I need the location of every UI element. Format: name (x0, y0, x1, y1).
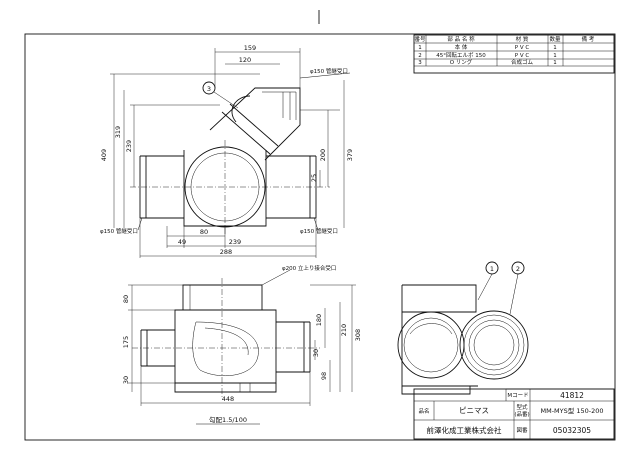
dim-210: 210 (340, 324, 348, 336)
dim-308: 308 (354, 329, 362, 341)
side-elbow-circle (459, 310, 529, 380)
drawing-frame (24, 33, 616, 441)
table-row-material: 合成ゴム (511, 58, 534, 66)
dim-25: 25 (310, 174, 318, 182)
table-row-name: 45°回転エルボ 150 (436, 51, 486, 59)
dim-98: 98 (320, 372, 328, 380)
dim-80: 80 (122, 295, 130, 303)
dim-30b: 30 (312, 349, 320, 357)
table-header-material: 材 質 (516, 35, 529, 43)
dim-159: 159 (244, 44, 256, 52)
callout-2: 2 (516, 265, 520, 273)
front-view: φ200 立上り接合受口 80 175 30 308 210 180 30 98… (122, 264, 362, 425)
dim-239: 239 (125, 140, 133, 152)
dim-379: 379 (346, 149, 354, 161)
dim-319: 319 (114, 126, 122, 138)
company-name: 前澤化成工業株式会社 (427, 425, 502, 435)
callout-1: 1 (490, 265, 494, 273)
side-main-circle (397, 311, 465, 379)
dim-49: 49 (178, 238, 186, 246)
label-phi150-top: φ150 管継受口 (310, 67, 348, 75)
table-row-material: P V C (515, 45, 530, 51)
label-phi150-left: φ150 管継受口 (100, 227, 138, 235)
dim-239: 239 (229, 238, 241, 246)
table-header-no: 番号 (414, 36, 426, 43)
elbow-45 (209, 87, 301, 161)
label-phi150-right: φ150 管継受口 (300, 227, 338, 235)
table-row-no: 1 (418, 45, 422, 51)
dim-80: 80 (200, 228, 208, 236)
model-label-1: 型式 (516, 403, 528, 411)
dim-30: 30 (122, 376, 130, 384)
table-header-qty: 数量 (549, 35, 561, 43)
callout-3: 3 (207, 85, 211, 93)
model-label-2: (品番) (514, 411, 529, 418)
table-row-qty: 1 (553, 53, 557, 59)
title-block: Mコード 41812 品名 ピニマス 型式 (品番) MM-MYS型 150-2… (413, 388, 615, 440)
name-label: 品名 (418, 407, 429, 415)
mcode-value: 41812 (560, 391, 584, 400)
parts-table: 番号 部 品 名 称 材 質 数量 備 考 1 本 体 P V C 1 2 45… (413, 34, 615, 74)
dim-448: 448 (222, 395, 234, 403)
top-view: 3 159 120 φ150 管継受口 409 319 239 379 200 … (100, 44, 354, 258)
name-value: ピニマス (459, 406, 489, 415)
table-row-no: 2 (418, 53, 422, 59)
side-view: 1 2 (397, 261, 529, 395)
dim-180: 180 (315, 314, 323, 326)
dim-120: 120 (239, 56, 251, 64)
table-header-note: 備 考 (582, 35, 595, 43)
drawing-value: 05032305 (553, 426, 591, 435)
table-row-name: 本 体 (455, 43, 468, 51)
table-row-name: O リング (450, 58, 473, 66)
table-header-name: 部 品 名 称 (447, 35, 475, 43)
table-row-material: P V C (515, 53, 530, 59)
model-value: MM-MYS型 150-200 (541, 406, 604, 415)
label-phi200: φ200 立上り接合受口 (282, 264, 336, 272)
mcode-label: Mコード (507, 392, 528, 399)
table-row-qty: 1 (553, 60, 557, 66)
slope-label: 勾配1.5/100 (209, 415, 247, 424)
table-row-qty: 1 (553, 45, 557, 51)
dim-175: 175 (122, 336, 130, 348)
dim-409: 409 (100, 149, 108, 161)
dim-288: 288 (220, 248, 232, 256)
dim-200: 200 (319, 149, 327, 161)
drawing-label: 図番 (516, 427, 528, 434)
table-row-no: 3 (418, 60, 422, 66)
